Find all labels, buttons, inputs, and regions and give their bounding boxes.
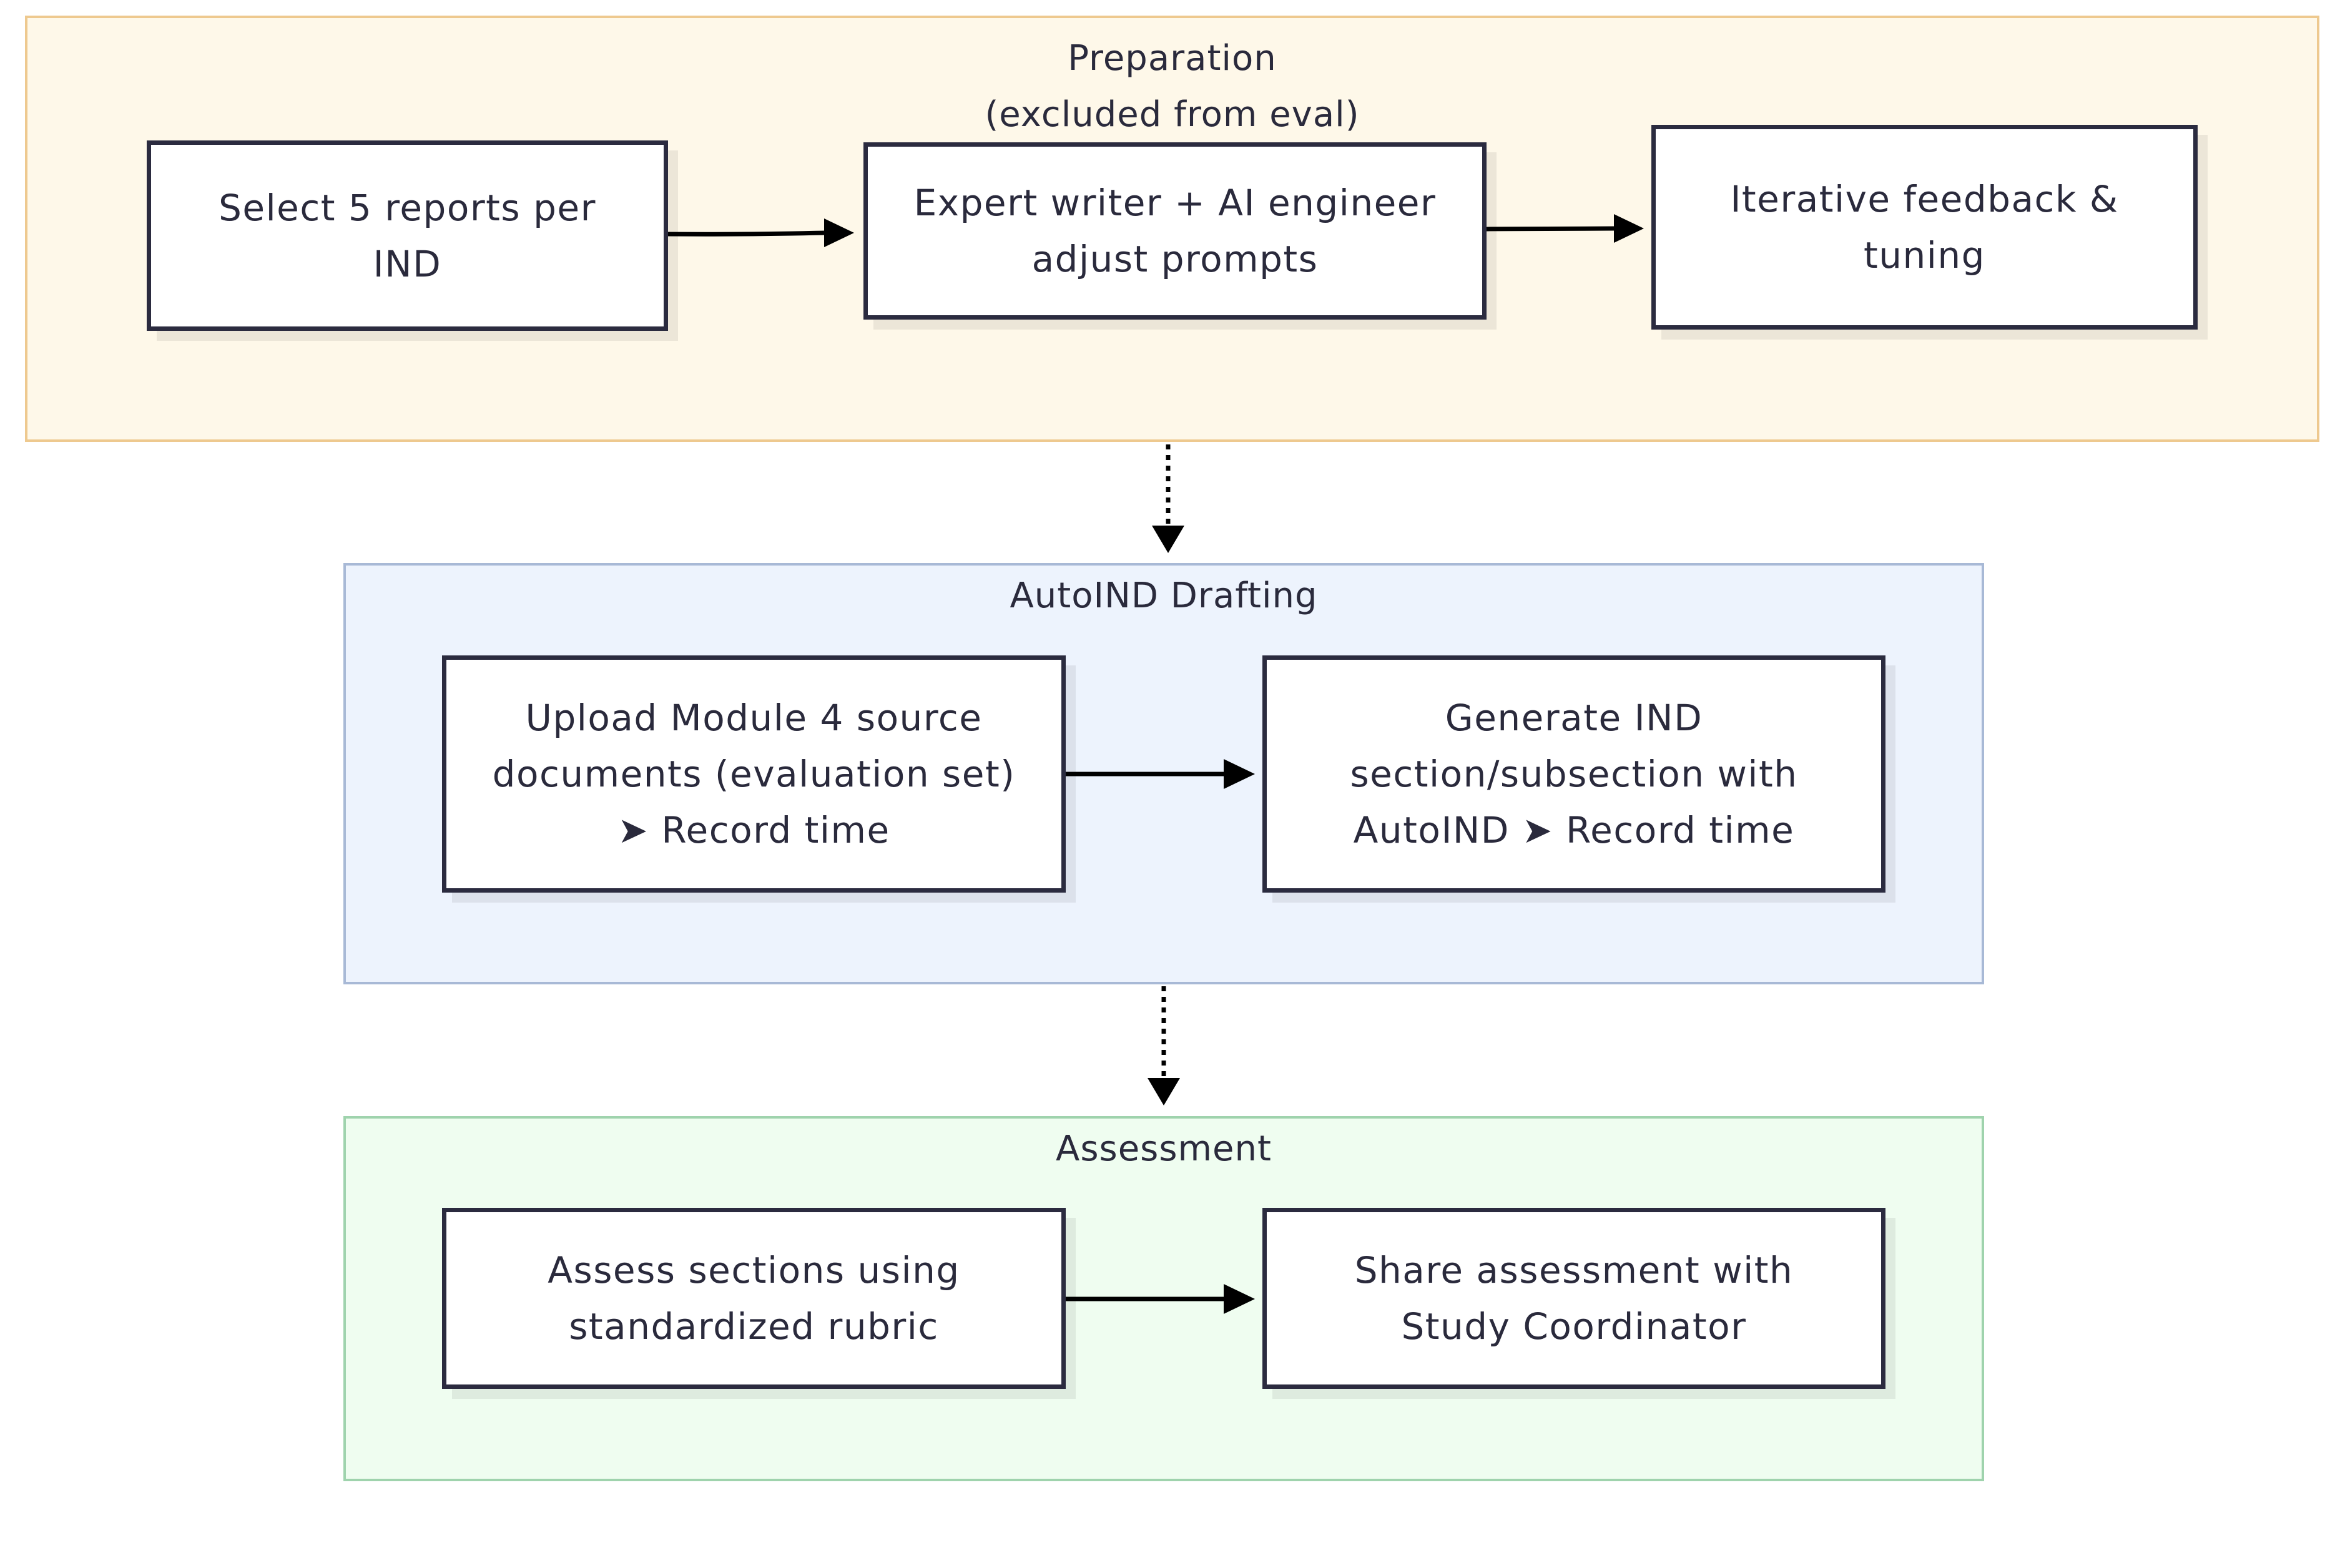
assessment-title: Assessment	[1056, 1129, 1272, 1169]
arrowhead-assessment	[1148, 1078, 1180, 1105]
share-assessment-node: Share assessment with Study Coordinator	[1262, 1208, 1885, 1389]
assess-sections-node: Assess sections using standardized rubri…	[442, 1208, 1066, 1389]
select-reports-label: Select 5 reports per IND	[219, 186, 596, 285]
upload-documents-node: Upload Module 4 source documents (evalua…	[442, 655, 1066, 893]
iterative-feedback-node: Iterative feedback & tuning	[1651, 125, 2198, 330]
adjust-prompts-node: Expert writer + AI engineer adjust promp…	[863, 142, 1487, 320]
preparation-title: Preparation (excluded from eval)	[985, 38, 1360, 135]
assess-sections-label: Assess sections using standardized rubri…	[548, 1249, 960, 1348]
share-assessment-label: Share assessment with Study Coordinator	[1354, 1249, 1794, 1348]
generate-section-label: Generate IND section/subsection with Aut…	[1350, 697, 1798, 851]
select-reports-node: Select 5 reports per IND	[147, 140, 668, 331]
iterative-feedback-label: Iterative feedback & tuning	[1730, 178, 2119, 277]
arrowhead-drafting	[1152, 526, 1184, 553]
upload-documents-label: Upload Module 4 source documents (evalua…	[492, 697, 1016, 851]
drafting-title: AutoIND Drafting	[1010, 576, 1318, 616]
generate-section-node: Generate IND section/subsection with Aut…	[1262, 655, 1885, 893]
adjust-prompts-label: Expert writer + AI engineer adjust promp…	[913, 182, 1437, 280]
